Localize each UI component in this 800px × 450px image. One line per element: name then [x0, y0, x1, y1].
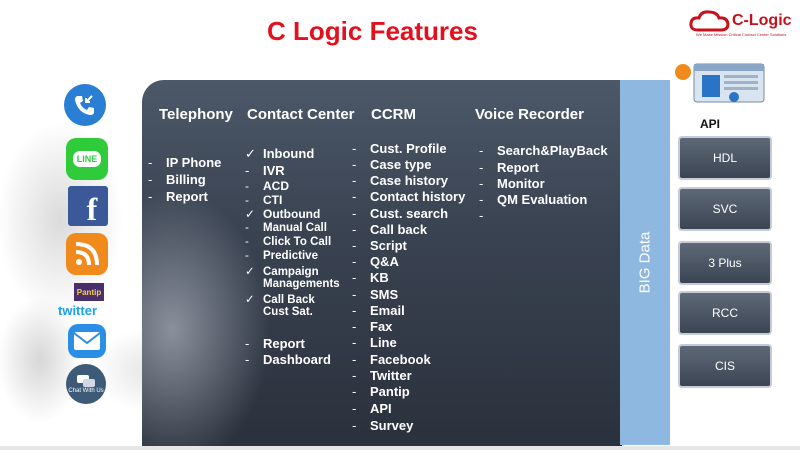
list-item: Cust Sat.	[263, 306, 313, 318]
list-item: -Cust. Profile	[352, 141, 447, 156]
list-item: -Script	[352, 238, 407, 253]
logo-tagline: We Make Mission Critical Contact Center …	[696, 32, 787, 37]
3-plus-button[interactable]: 3 Plus	[678, 241, 772, 285]
api-label: API	[700, 117, 721, 131]
list-item: -Search&PlayBack	[479, 143, 608, 158]
list-item: -	[479, 208, 484, 223]
pantip-logo: Pantip	[74, 283, 104, 301]
line-icon-label: LINE	[72, 151, 102, 167]
list-item: Managements	[263, 278, 340, 290]
list-item: -QM Evaluation	[479, 192, 588, 207]
footer-divider	[0, 446, 800, 450]
c-logic-logo: C-Logic We Make Mission Critical Contact…	[688, 8, 798, 42]
list-item: -Report	[245, 336, 305, 351]
list-item: -Email	[352, 303, 405, 318]
hdl-button[interactable]: HDL	[678, 136, 772, 180]
facebook-icon-label: f	[86, 190, 98, 227]
list-item: -Contact history	[352, 189, 466, 204]
list-item: -Facebook	[352, 352, 431, 367]
svc-button[interactable]: SVC	[678, 187, 772, 231]
page-title: C Logic Features	[267, 16, 478, 46]
list-item: -Survey	[352, 418, 414, 433]
list-item: -Call back	[352, 222, 428, 237]
list-item: ✓Outbound	[245, 207, 321, 221]
rcc-button[interactable]: RCC	[678, 291, 772, 335]
big-data-bar: BIG Data	[620, 80, 670, 445]
mail-icon	[68, 324, 106, 358]
chat-icon-label: Chat With Us	[68, 387, 104, 394]
list-item: -Cust. search	[352, 206, 449, 221]
list-item: -Fax	[352, 319, 393, 334]
contact-center-header: Contact Center	[247, 106, 355, 123]
ccrm-header: CCRM	[371, 106, 416, 123]
list-item: ✓Call Back	[245, 294, 315, 306]
list-item: -Case type	[352, 157, 432, 172]
facebook-icon: f	[68, 186, 108, 227]
list-item: -Monitor	[479, 176, 545, 191]
big-data-label: BIG Data	[636, 231, 654, 294]
cis-button[interactable]: CIS	[678, 344, 772, 388]
list-item: -KB	[352, 270, 389, 285]
list-item: -Case history	[352, 173, 449, 188]
line-icon: LINE	[66, 138, 108, 180]
list-item: -Click To Call	[245, 236, 332, 248]
list-item: -Dashboard	[245, 352, 331, 367]
list-item: -Manual Call	[245, 222, 327, 234]
list-item: -API	[352, 401, 392, 416]
api-window-icon	[674, 62, 766, 104]
list-item: -Twitter	[352, 368, 412, 383]
list-item: -SMS	[352, 287, 399, 302]
twitter-logo: twitter	[58, 303, 97, 318]
list-item: -IVR	[245, 163, 285, 178]
list-item: -Report	[479, 160, 539, 175]
telephony-header: Telephony	[159, 106, 233, 123]
list-item: -ACD	[245, 179, 289, 193]
list-item: -Line	[352, 335, 397, 350]
voice-recorder-header: Voice Recorder	[475, 106, 584, 123]
cloud-logo-icon	[689, 10, 730, 32]
rss-icon	[66, 233, 108, 275]
list-item: ✓Campaign	[245, 266, 319, 278]
logo-name: C-Logic	[732, 12, 792, 29]
features-panel	[142, 80, 622, 448]
list-item: -Pantip	[352, 384, 410, 399]
chat-bubble-icon	[77, 374, 95, 387]
chat-icon: Chat With Us	[66, 364, 106, 404]
list-item: -Report	[148, 189, 208, 204]
list-item: -CTI	[245, 193, 283, 207]
list-item: ✓Inbound	[245, 146, 315, 161]
list-item: -IP Phone	[148, 155, 222, 170]
list-item: -Predictive	[245, 250, 318, 262]
phone-icon	[64, 84, 106, 126]
list-item: -Q&A	[352, 254, 399, 269]
list-item: -Billing	[148, 172, 206, 187]
